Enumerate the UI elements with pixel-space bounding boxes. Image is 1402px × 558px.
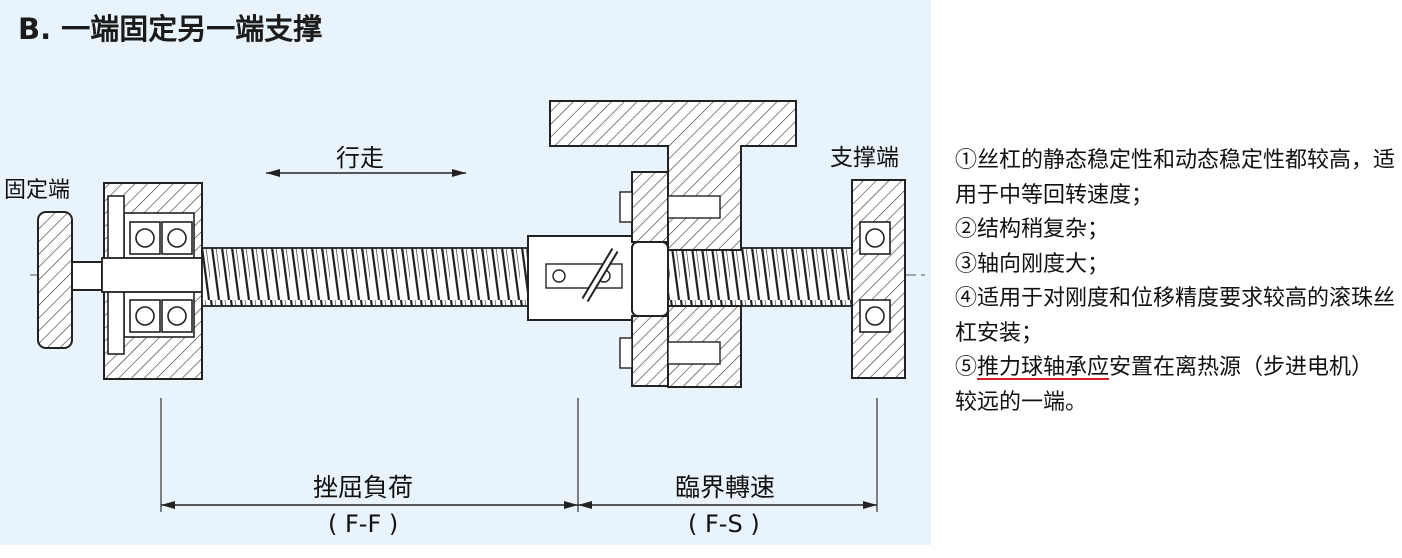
- critical-speed-label: 臨界轉速: [675, 473, 776, 502]
- fixed-end-label: 固定端: [4, 178, 71, 203]
- table-carriage: [549, 100, 797, 388]
- note-item: ④适用于对刚度和位移精度要求较高的滚珠丝杠安装；: [955, 286, 1396, 346]
- ball-screw-diagram: [30, 100, 930, 512]
- notes-list: ①丝杠的静态稳定性和动态稳定性都较高，适用于中等回转速度； ②结构稍复杂； ③轴…: [955, 144, 1395, 420]
- travel-arrow: [266, 169, 466, 177]
- support-end-housing: [851, 179, 906, 379]
- buckling-load-label: 挫屈負荷: [313, 473, 414, 502]
- handwheel: [37, 211, 103, 349]
- note-item-text: 安置在离热源（步进电机）较远的一端。: [955, 355, 1374, 415]
- screw-shaft-left: [201, 247, 529, 307]
- note-item: ⑤推力球轴承应安置在离热源（步进电机）较远的一端。: [955, 351, 1395, 420]
- screw-shaft-right: [667, 247, 859, 307]
- note-item: ②结构稍复杂；: [955, 217, 1110, 242]
- support-end-label: 支撑端: [830, 145, 899, 171]
- note-item-number: ⑤: [955, 355, 978, 380]
- diagram-title: B. 一端固定另一端支撑: [18, 12, 323, 46]
- travel-label: 行走: [336, 144, 384, 172]
- note-item: ①丝杠的静态稳定性和动态稳定性都较高，适用于中等回转速度；: [955, 148, 1396, 208]
- buckling-load-code: ( F-F ): [328, 510, 399, 538]
- critical-speed-dimension-arrow: [578, 501, 877, 509]
- fixed-end-housing: [101, 182, 203, 380]
- buckling-dimension-arrow: [161, 501, 578, 509]
- note-item: ③轴向刚度大；: [955, 251, 1110, 277]
- highlighted-phrase: 推力球轴承应: [977, 355, 1110, 380]
- critical-speed-code: ( F-S ): [688, 510, 760, 538]
- ball-nut: [527, 235, 669, 321]
